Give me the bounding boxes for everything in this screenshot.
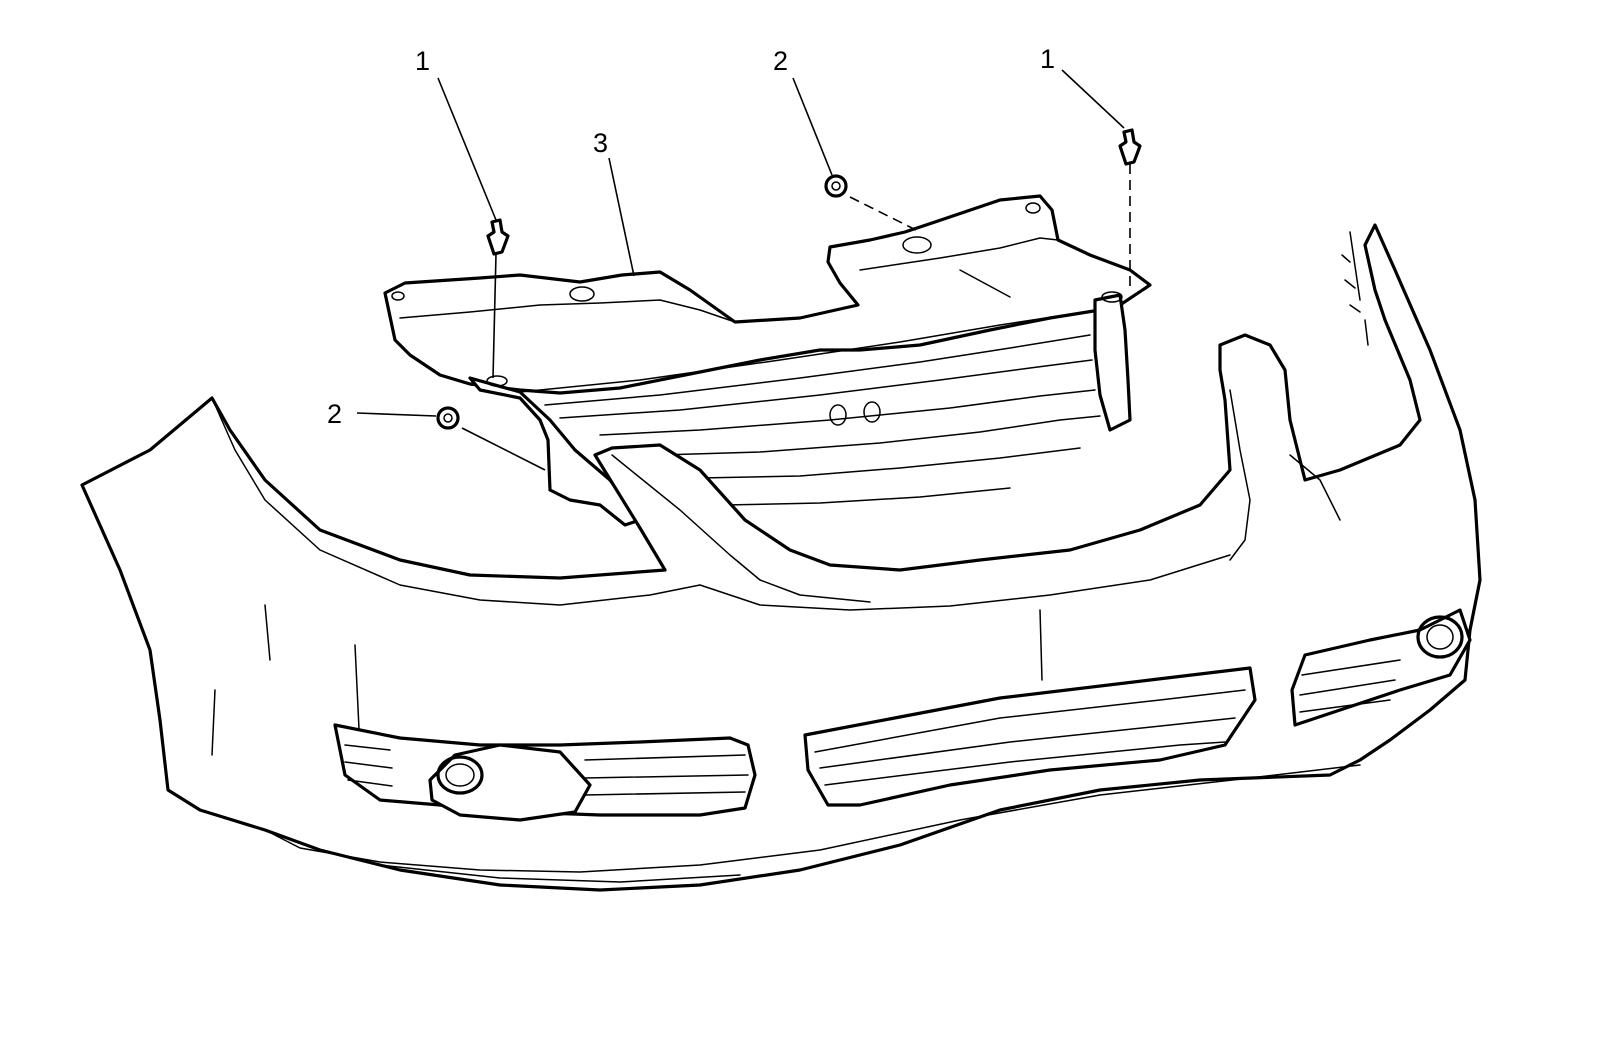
deflector-rib-2: [959, 269, 1011, 298]
grille-slat-1: [519, 311, 1086, 393]
left-grille-slat-1: [344, 744, 393, 787]
right-fog-lamp: [1416, 615, 1464, 659]
deflector-rib: [859, 237, 1059, 271]
deflector-hole-corner: [1025, 202, 1041, 214]
bumper-fascia: [80, 223, 1482, 892]
leader-2-left: [356, 412, 437, 417]
fascia-right-inner: [1229, 389, 1251, 561]
fascia-left-side-line: [211, 604, 271, 756]
grille-slat-5: [659, 415, 1101, 456]
left-fog-lamp-lens: [445, 763, 475, 787]
strut-mount-hole: [1101, 291, 1123, 303]
callout-3: 3: [593, 128, 608, 158]
center-grille-slat-2: [819, 717, 1236, 769]
grille-slat-3: [559, 359, 1093, 419]
deflector-hole-left: [569, 286, 595, 302]
right-fog-lamp-lens: [1426, 624, 1454, 650]
fascia-lower-lip: [264, 764, 1361, 873]
callout-2-top: 2: [773, 46, 788, 76]
callout-1-left: 1: [415, 46, 430, 76]
fascia-top-curve: [611, 454, 871, 603]
fascia-center-crease: [699, 554, 1231, 611]
grille-opening-left: [829, 404, 847, 426]
grille-slat-4: [599, 389, 1096, 436]
grille-opening-right: [863, 401, 881, 423]
leader-3: [608, 157, 635, 277]
left-fog-lamp: [436, 755, 484, 795]
fascia-lower-lip-2: [379, 864, 741, 883]
bracket-hole: [486, 375, 508, 387]
fascia-hood-line: [211, 397, 701, 606]
push-pin-retainer-right: [1118, 128, 1142, 288]
left-mount-bracket: [468, 376, 642, 527]
fascia-right-bracket-edge: [1349, 231, 1369, 346]
right-grille-slat-1: [1299, 659, 1401, 713]
deflector-hole-right: [902, 236, 932, 254]
screw-left: [436, 406, 546, 471]
fascia-bracket-teeth: [1341, 254, 1361, 313]
left-fog-lamp-housing: [428, 743, 592, 822]
deflector-hole-edge: [391, 291, 405, 301]
leader-1-left: [437, 77, 497, 221]
center-grille-slat-3: [824, 741, 1226, 786]
leader-2-top: [792, 77, 833, 176]
fascia-right-wing-line: [1289, 454, 1341, 521]
grille-slat-7: [724, 487, 1011, 506]
grille-support-strut: [1093, 293, 1132, 432]
center-grille-slat-1: [814, 689, 1246, 753]
left-grille-slat-2: [584, 754, 749, 796]
grille-slat-6: [699, 447, 1081, 479]
callout-1-right: 1: [1040, 44, 1055, 74]
right-fog-grille: [1290, 608, 1472, 727]
leader-1-right: [1061, 69, 1125, 129]
grille-bracket-part: [383, 194, 1152, 527]
screw-right: [824, 174, 921, 233]
callout-2-left: 2: [327, 399, 342, 429]
push-pin-retainer-left: [486, 218, 510, 379]
grille-slat-2: [544, 334, 1091, 406]
deflector-inner-edge: [399, 299, 736, 323]
